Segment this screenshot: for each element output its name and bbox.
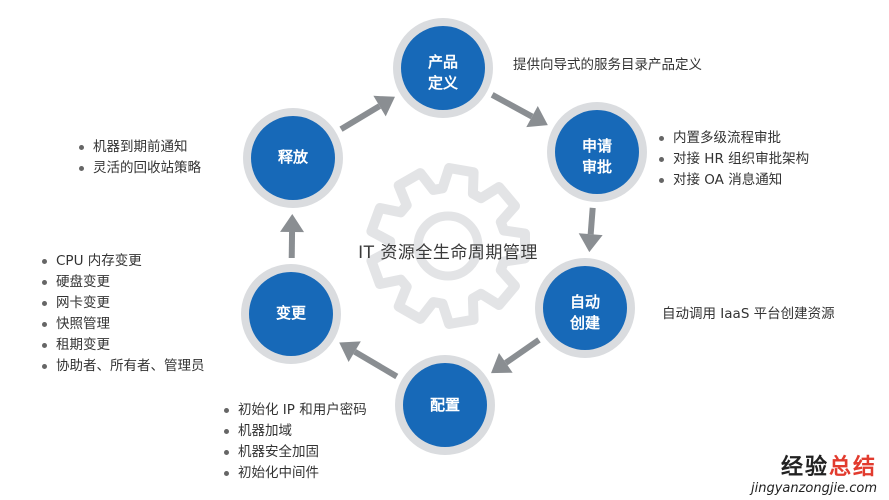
annotation-product: 提供向导式的服务目录产品定义: [513, 57, 702, 73]
arrow-head-auto: [491, 352, 513, 374]
node-release-label: 释放: [277, 148, 308, 166]
list-item: 初始化中间件: [222, 463, 367, 484]
node-circle-config: [403, 363, 487, 447]
list-item: CPU 内存变更: [40, 251, 205, 272]
cycle-arrows: [280, 92, 603, 380]
node-circle-product: [401, 26, 485, 110]
list-item: 机器安全加固: [222, 442, 367, 463]
annotation-change: CPU 内存变更 硬盘变更 网卡变更 快照管理 租期变更 协助者、所有者、管理员: [40, 251, 205, 377]
list-item: 初始化 IP 和用户密码: [222, 400, 367, 421]
arrow-shaft-product: [490, 92, 534, 120]
gear-hub: [413, 211, 483, 281]
arrow-head-release: [373, 95, 395, 117]
list-item: 硬盘变更: [40, 272, 205, 293]
annotation-apply: 内置多级流程审批 对接 HR 组织审批架构 对接 OA 消息通知: [657, 128, 809, 191]
annotation-config: 初始化 IP 和用户密码 机器加域 机器安全加固 初始化中间件: [222, 400, 367, 484]
node-auto-label: 自动创建: [569, 293, 600, 332]
arrow-shaft-auto: [504, 337, 541, 366]
node-circles: [241, 18, 647, 455]
arrow-shaft-config: [353, 349, 399, 380]
arrow-shaft-apply: [587, 207, 596, 235]
node-change-label: 变更: [275, 304, 306, 322]
annotation-release: 机器到期前通知 灵活的回收站策略: [77, 137, 201, 179]
list-item: 内置多级流程审批: [657, 128, 809, 149]
list-item: 机器到期前通知: [77, 137, 201, 158]
node-config-label: 配置: [429, 396, 460, 414]
center-title: IT 资源全生命周期管理: [358, 243, 538, 263]
list-item: 对接 HR 组织审批架构: [657, 149, 809, 170]
arrow-head-apply: [578, 233, 603, 253]
node-apply-label: 申请审批: [581, 137, 612, 176]
arrow-shaft-release: [339, 103, 382, 132]
list-item: 对接 OA 消息通知: [657, 170, 809, 191]
list-item: 租期变更: [40, 335, 205, 356]
watermark: 经验总结 jingyanzongjie.com: [751, 455, 877, 496]
list-item: 快照管理: [40, 314, 205, 335]
list-item: 协助者、所有者、管理员: [40, 356, 205, 377]
arrow-head-config: [339, 341, 361, 362]
arrow-head-product: [526, 106, 548, 128]
list-item: 机器加域: [222, 421, 367, 442]
node-circle-apply: [555, 110, 639, 194]
list-item: 网卡变更: [40, 293, 205, 314]
node-circle-release: [251, 116, 335, 200]
gear-icon: [366, 163, 530, 329]
watermark-url: jingyanzongjie.com: [750, 481, 877, 496]
watermark-prefix: 经验: [780, 455, 829, 480]
annotation-auto: 自动调用 IaaS 平台创建资源: [662, 306, 835, 322]
list-item: 灵活的回收站策略: [77, 158, 201, 179]
node-circle-auto: [543, 266, 627, 350]
node-product-label: 产品定义: [427, 53, 458, 92]
gear-outline: [366, 163, 530, 329]
node-circle-change: [249, 272, 333, 356]
watermark-accent: 总结: [828, 455, 877, 480]
arrow-head-change: [280, 213, 305, 233]
